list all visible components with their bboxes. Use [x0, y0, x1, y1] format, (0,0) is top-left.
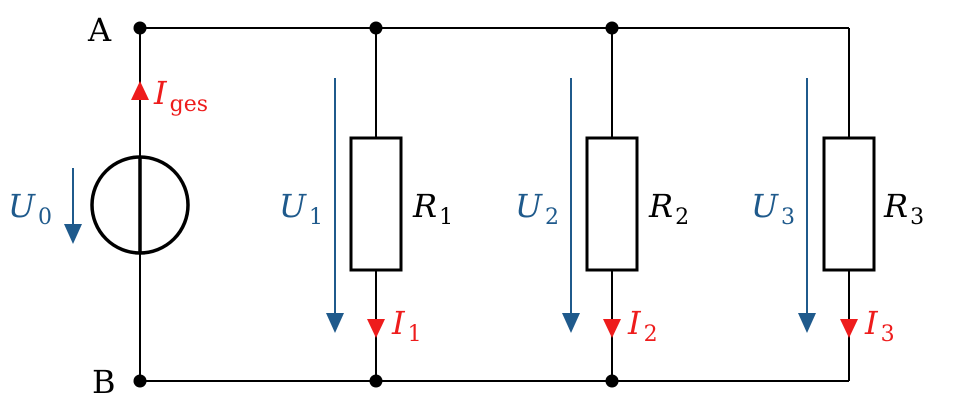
voltage-1-index: 1	[309, 205, 323, 230]
junctions	[133, 21, 619, 388]
current-1-symbol: I	[391, 304, 406, 342]
voltage-2-index: 2	[545, 205, 559, 230]
current-2-symbol: I	[627, 304, 642, 342]
node-label-b: B	[92, 363, 116, 401]
junction-bottom-1-dot	[369, 374, 383, 388]
voltage-1-symbol: U	[279, 187, 307, 225]
resistor-2-body	[585, 136, 639, 272]
voltage-3-arrowhead	[798, 313, 816, 333]
voltage-3-symbol: U	[751, 187, 779, 225]
junction-top-1-dot	[369, 21, 383, 35]
resistor-3-index: 3	[910, 205, 924, 230]
source-voltage-index: 0	[38, 205, 52, 230]
current-3-arrowhead	[840, 319, 858, 338]
current-2-index: 2	[644, 322, 658, 347]
resistor-2-symbol: R	[648, 187, 673, 225]
source-current-index: ges	[170, 92, 208, 117]
junction-bottom-2-dot	[605, 374, 619, 388]
resistor-1-index: 1	[439, 205, 453, 230]
source-current-symbol: I	[153, 74, 168, 112]
node-label-a: A	[87, 11, 112, 49]
source-voltage-symbol: U	[8, 187, 36, 225]
voltage-2-arrowhead	[562, 313, 580, 333]
current-1-index: 1	[408, 322, 422, 347]
source-current-arrowhead	[131, 81, 149, 100]
voltage-2-symbol: U	[515, 187, 543, 225]
junction-b-dot	[133, 374, 147, 388]
resistor-3-body	[822, 136, 876, 272]
current-2-arrowhead	[603, 319, 621, 338]
junction-top-2-dot	[605, 21, 619, 35]
voltage-source	[90, 155, 190, 255]
resistor-2-index: 2	[675, 205, 689, 230]
wires	[139, 27, 850, 382]
resistor-3-symbol: R	[883, 187, 908, 225]
resistor-1-body	[349, 136, 403, 272]
current-3-symbol: I	[864, 304, 879, 342]
resistor-1-label: R1	[412, 187, 453, 230]
source-voltage-arrowhead	[64, 224, 82, 244]
voltage-1-arrowhead	[326, 313, 344, 333]
voltage-3-index: 3	[781, 205, 795, 230]
resistor-3-label: R3	[883, 187, 924, 230]
junction-a-dot	[133, 21, 147, 35]
resistor-2-label: R2	[648, 187, 689, 230]
current-1-arrowhead	[367, 319, 385, 338]
current-3-index: 3	[881, 322, 895, 347]
resistor-1-symbol: R	[412, 187, 437, 225]
